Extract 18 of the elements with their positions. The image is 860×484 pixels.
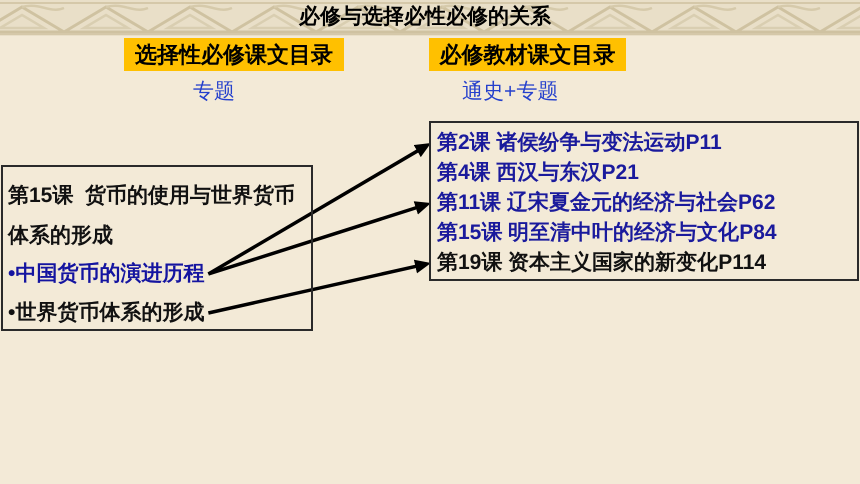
- subtitle: 专题: [193, 80, 235, 104]
- heading-banner: 必修教材课文目录: [429, 38, 626, 71]
- subtitle: 通史+专题: [462, 80, 558, 104]
- lesson-list-box: [429, 121, 859, 281]
- list-item: •世界货币体系的形成: [8, 292, 204, 334]
- page-title: 必修与选择必性必修的关系: [299, 4, 551, 30]
- lesson-entry: 第4课 西汉与东汉P21: [431, 158, 639, 188]
- list-item: •中国货币的演进历程: [8, 256, 204, 292]
- arrow: [207, 143, 431, 276]
- lesson-entry: 第19课 资本主义国家的新变化P114: [431, 248, 766, 278]
- heading-banner: 选择性必修课文目录: [124, 38, 344, 71]
- arrow: [208, 260, 431, 315]
- lesson-title: 第15课 货币的使用与世界货币体系的形成: [8, 183, 296, 249]
- lesson-entry: 第15课 明至清中叶的经济与文化P84: [431, 218, 777, 248]
- lesson-entry: 第2课 诸侯纷争与变法运动P11: [431, 128, 722, 158]
- lesson-box: [1, 165, 313, 331]
- arrow: [208, 201, 431, 276]
- lesson-entry: 第11课 辽宋夏金元的经济与社会P62: [431, 188, 776, 218]
